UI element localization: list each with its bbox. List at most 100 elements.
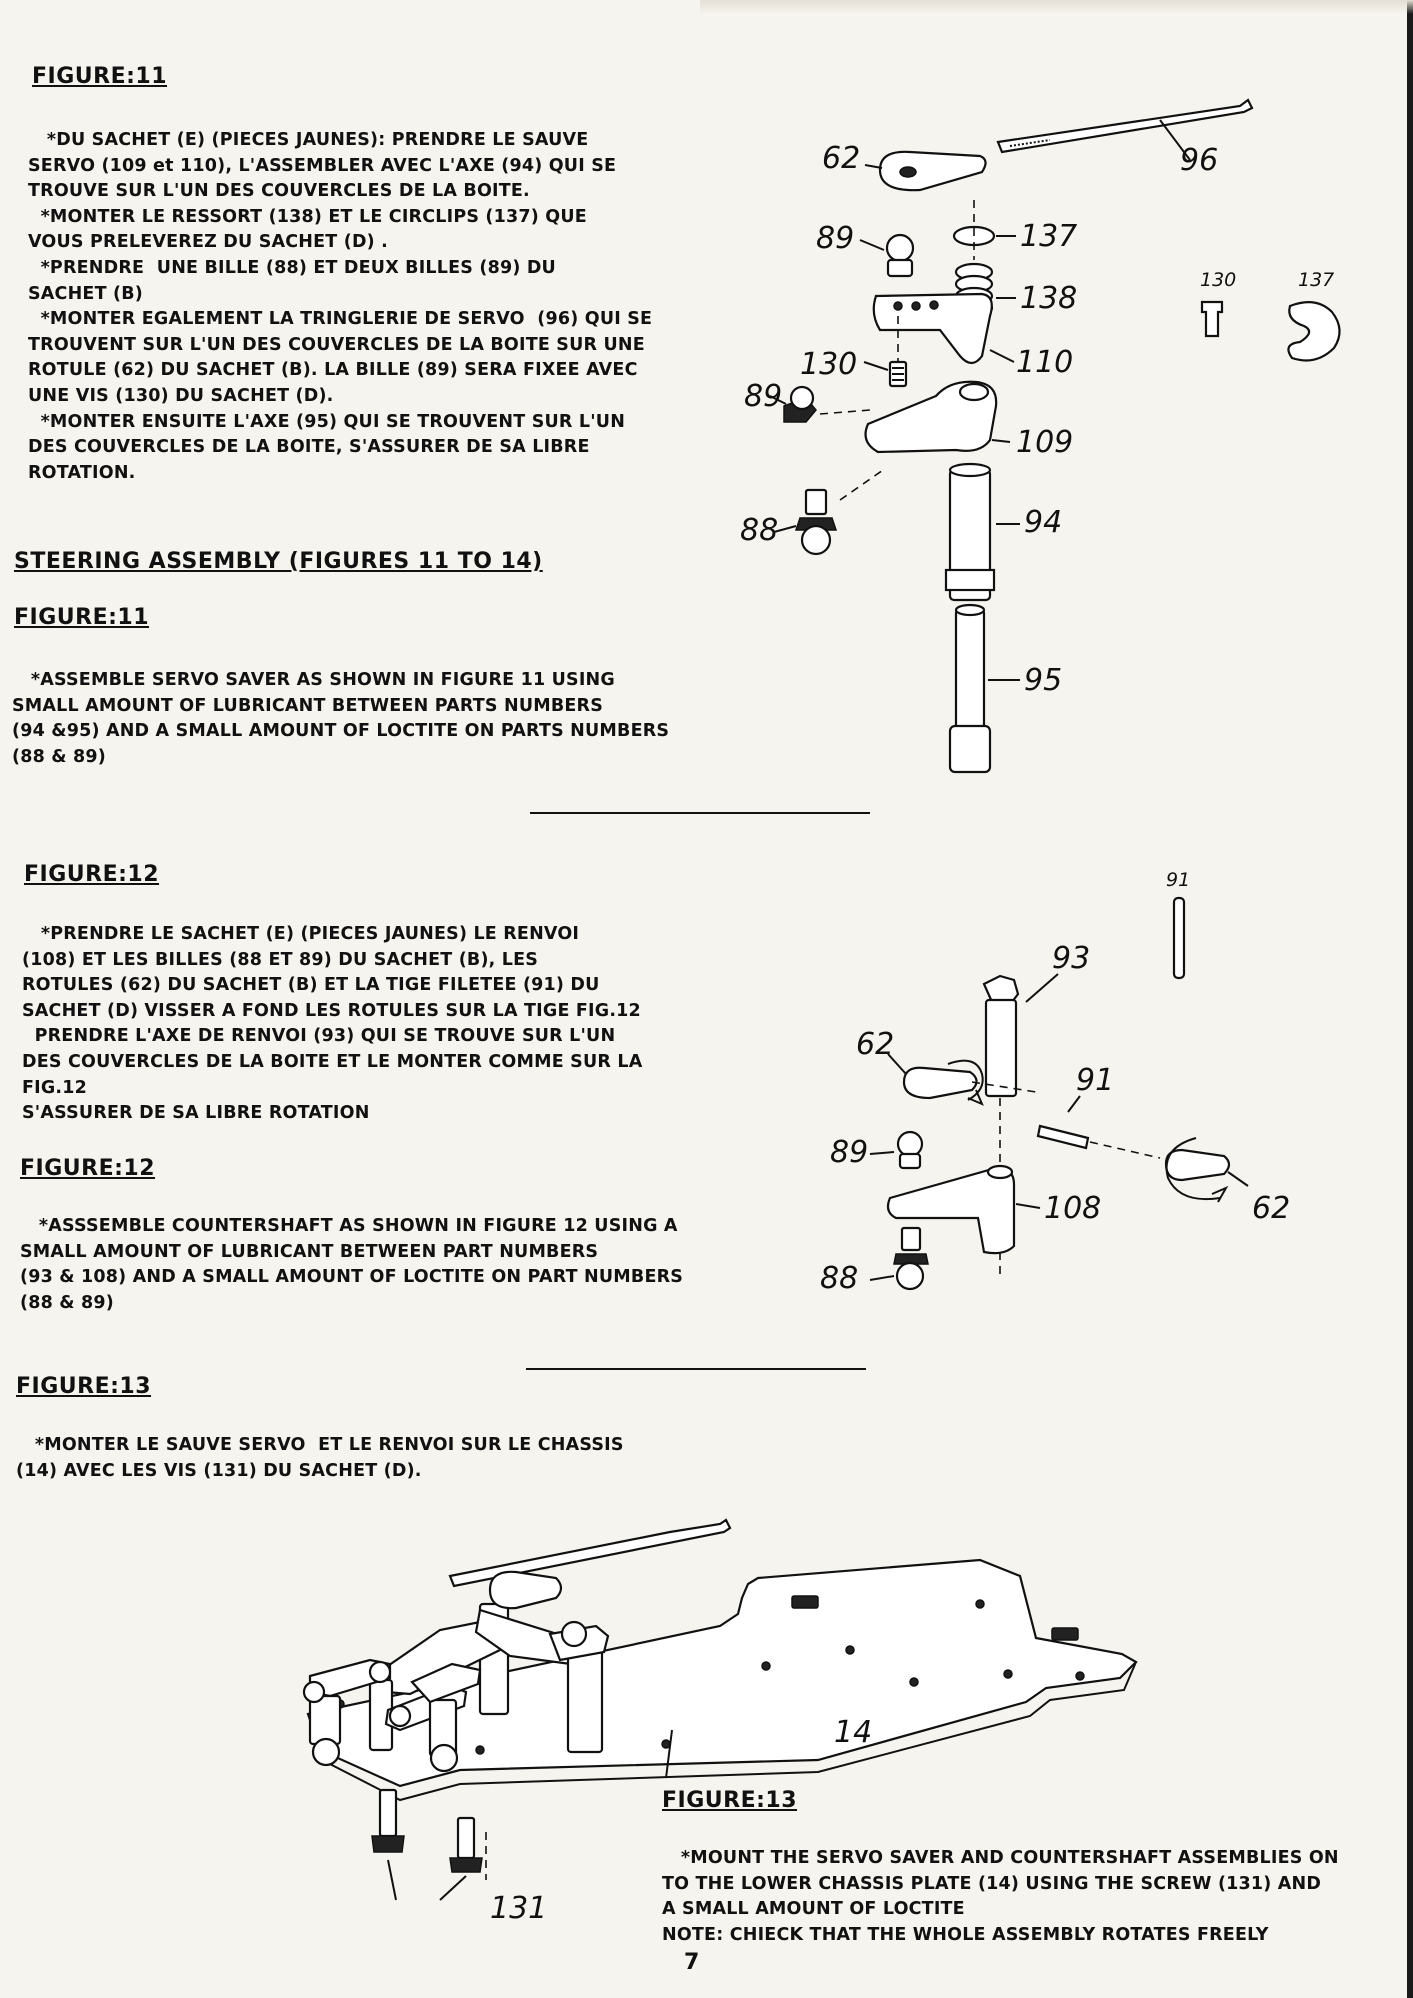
screw-131-right xyxy=(449,1816,483,1873)
text-line: *PRENDRE UNE BILLE (88) ET DEUX BILLES (… xyxy=(28,257,556,278)
figure12-heading-fr: FIGURE:12 xyxy=(24,862,160,887)
label-62-right: 62 xyxy=(1252,1191,1290,1226)
divider-rule xyxy=(530,812,870,814)
page-top-edge xyxy=(700,0,1413,14)
label-130: 130 xyxy=(800,347,857,382)
figure13-text-fr: *MONTER LE SAUVE SERVO ET LE RENVOI SUR … xyxy=(16,1433,624,1484)
page-edge xyxy=(1407,0,1413,1998)
countershaft-assembly xyxy=(308,1658,482,1758)
servo-saver-assembly xyxy=(380,1570,610,1754)
figure12-text-fr: *PRENDRE LE SACHET (E) (PIECES JAUNES) L… xyxy=(22,922,642,1127)
label-62: 62 xyxy=(822,141,860,176)
text-line: S'ASSURER DE SA LIBRE ROTATION xyxy=(22,1103,370,1124)
countershaft-axle-93 xyxy=(982,974,1020,1098)
figure13-heading-en: FIGURE:13 xyxy=(662,1788,798,1813)
text-line: *MONTER LE RESSORT (138) ET LE CIRCLIPS … xyxy=(28,206,587,227)
label-137: 137 xyxy=(1020,219,1077,254)
text-line: VOUS PRELEVEREZ DU SACHET (D) . xyxy=(28,232,389,253)
ball-89 xyxy=(896,1130,924,1170)
text-line: *MONTER ENSUITE L'AXE (95) QUI SE TROUVE… xyxy=(28,411,626,432)
label-62-left: 62 xyxy=(856,1027,894,1062)
label-89-top: 89 xyxy=(816,221,854,256)
ball-88 xyxy=(893,1226,929,1291)
figure12-heading-en: FIGURE:12 xyxy=(20,1156,156,1181)
steering-assembly-title: STEERING ASSEMBLY (FIGURES 11 TO 14) xyxy=(14,549,543,574)
text-line: SERVO (109 et 110), L'ASSEMBLER AVEC L'A… xyxy=(28,155,617,176)
text-line: *MONTER EGALEMENT LA TRINGLERIE DE SERVO… xyxy=(28,309,653,330)
threaded-rod-91 xyxy=(1036,1124,1090,1150)
text-line: NOTE: CHIECK THAT THE WHOLE ASSEMBLY ROT… xyxy=(662,1924,1269,1945)
figure12-drawing: 91 93 62 91 62 89 108 88 xyxy=(820,869,1290,1296)
text-line: TROUVE SUR L'UN DES COUVERCLES DE LA BOI… xyxy=(28,181,530,202)
side-label-130: 130 xyxy=(1200,269,1236,291)
label-131: 131 xyxy=(490,1891,547,1926)
figure11-drawing: 96 62 89 137 138 110 130 89 109 xyxy=(740,98,1341,774)
figure11-heading-fr: FIGURE:11 xyxy=(32,64,168,89)
label-110: 110 xyxy=(1016,345,1073,380)
label-94: 94 xyxy=(1024,505,1062,540)
text-line: ROTULE (62) DU SACHET (B). LA BILLE (89)… xyxy=(28,360,638,381)
ball-88 xyxy=(794,488,838,556)
label-91: 91 xyxy=(1076,1063,1114,1098)
text-line: DES COUVERCLES DE LA BOITE ET LE MONTER … xyxy=(22,1051,643,1072)
label-108: 108 xyxy=(1044,1191,1101,1226)
label-91-top: 91 xyxy=(1166,869,1190,891)
label-96: 96 xyxy=(1180,143,1218,178)
side-screw-130 xyxy=(1200,300,1224,338)
figure11-text-en: *ASSEMBLE SERVO SAVER AS SHOWN IN FIGURE… xyxy=(12,668,669,770)
text-line: (93 & 108) AND A SMALL AMOUNT OF LOCTITE… xyxy=(20,1267,684,1288)
threaded-rod-91-top xyxy=(1172,896,1186,980)
label-95: 95 xyxy=(1024,663,1062,698)
text-line: *MONTER LE SAUVE SERVO ET LE RENVOI SUR … xyxy=(16,1435,624,1455)
page-number: 7 xyxy=(684,1950,700,1975)
text-line: *DU SACHET (E) (PIECES JAUNES): PRENDRE … xyxy=(28,130,589,150)
text-line: (88 & 89) xyxy=(20,1292,114,1313)
side-circlip-137 xyxy=(1287,301,1341,362)
text-line: ROTULES (62) DU SACHET (B) ET LA TIGE FI… xyxy=(22,975,600,996)
text-line: ROTATION. xyxy=(28,462,136,483)
text-line: *PRENDRE LE SACHET (E) (PIECES JAUNES) L… xyxy=(22,924,580,944)
text-line: (108) ET LES BILLES (88 ET 89) DU SACHET… xyxy=(22,949,539,970)
ball-cup-62 xyxy=(878,150,987,192)
text-line: SMALL AMOUNT OF LUBRICANT BETWEEN PARTS … xyxy=(12,695,604,716)
axle-94 xyxy=(944,462,996,602)
text-line: PRENDRE L'AXE DE RENVOI (93) QUI SE TROU… xyxy=(22,1026,616,1047)
text-line: (14) AVEC LES VIS (131) DU SACHET (D). xyxy=(16,1460,422,1481)
axle-95 xyxy=(948,603,992,774)
label-138: 138 xyxy=(1020,281,1077,316)
divider-rule xyxy=(526,1368,866,1370)
label-93: 93 xyxy=(1052,941,1090,976)
label-88: 88 xyxy=(740,513,778,548)
figure12-text-en: *ASSSEMBLE COUNTERSHAFT AS SHOWN IN FIGU… xyxy=(20,1214,683,1316)
figure13-heading-fr: FIGURE:13 xyxy=(16,1374,152,1399)
text-line: A SMALL AMOUNT OF LOCTITE xyxy=(662,1899,965,1920)
servo-saver-arm-110 xyxy=(872,292,993,365)
text-line: UNE VIS (130) DU SACHET (D). xyxy=(28,385,334,406)
side-label-137: 137 xyxy=(1298,269,1334,291)
text-line: (88 & 89) xyxy=(12,746,106,767)
servo-saver-arm-109 xyxy=(864,380,998,454)
chassis-plate-14 xyxy=(306,1558,1138,1788)
ball-cup-62-left xyxy=(902,1066,978,1100)
servo-link-96 xyxy=(996,98,1254,154)
label-109: 109 xyxy=(1016,425,1073,460)
ball-89-left xyxy=(783,385,817,423)
text-line: SACHET (B) xyxy=(28,283,143,304)
label-14: 14 xyxy=(834,1715,872,1750)
label-88: 88 xyxy=(820,1261,858,1296)
text-line: *ASSSEMBLE COUNTERSHAFT AS SHOWN IN FIGU… xyxy=(20,1216,678,1236)
label-89-left: 89 xyxy=(744,379,782,414)
text-line: FIG.12 xyxy=(22,1077,88,1098)
text-line: *ASSEMBLE SERVO SAVER AS SHOWN IN FIGURE… xyxy=(12,670,615,690)
figure13-drawing xyxy=(302,1518,1138,1901)
figure13-text-en: *MOUNT THE SERVO SAVER AND COUNTERSHAFT … xyxy=(662,1846,1339,1948)
label-89: 89 xyxy=(830,1135,868,1170)
figure11-text-fr: *DU SACHET (E) (PIECES JAUNES): PRENDRE … xyxy=(28,128,652,486)
text-line: DES COUVERCLES DE LA BOITE, S'ASSURER DE… xyxy=(28,437,590,458)
text-line: SACHET (D) VISSER A FOND LES ROTULES SUR… xyxy=(22,1000,641,1021)
figure11-heading-en: FIGURE:11 xyxy=(14,605,150,630)
text-line: TROUVENT SUR L'UN DES COUVERCLES DE LA B… xyxy=(28,334,645,355)
text-line: TO THE LOWER CHASSIS PLATE (14) USING TH… xyxy=(662,1873,1322,1894)
text-line: (94 &95) AND A SMALL AMOUNT OF LOCTITE O… xyxy=(12,721,670,742)
